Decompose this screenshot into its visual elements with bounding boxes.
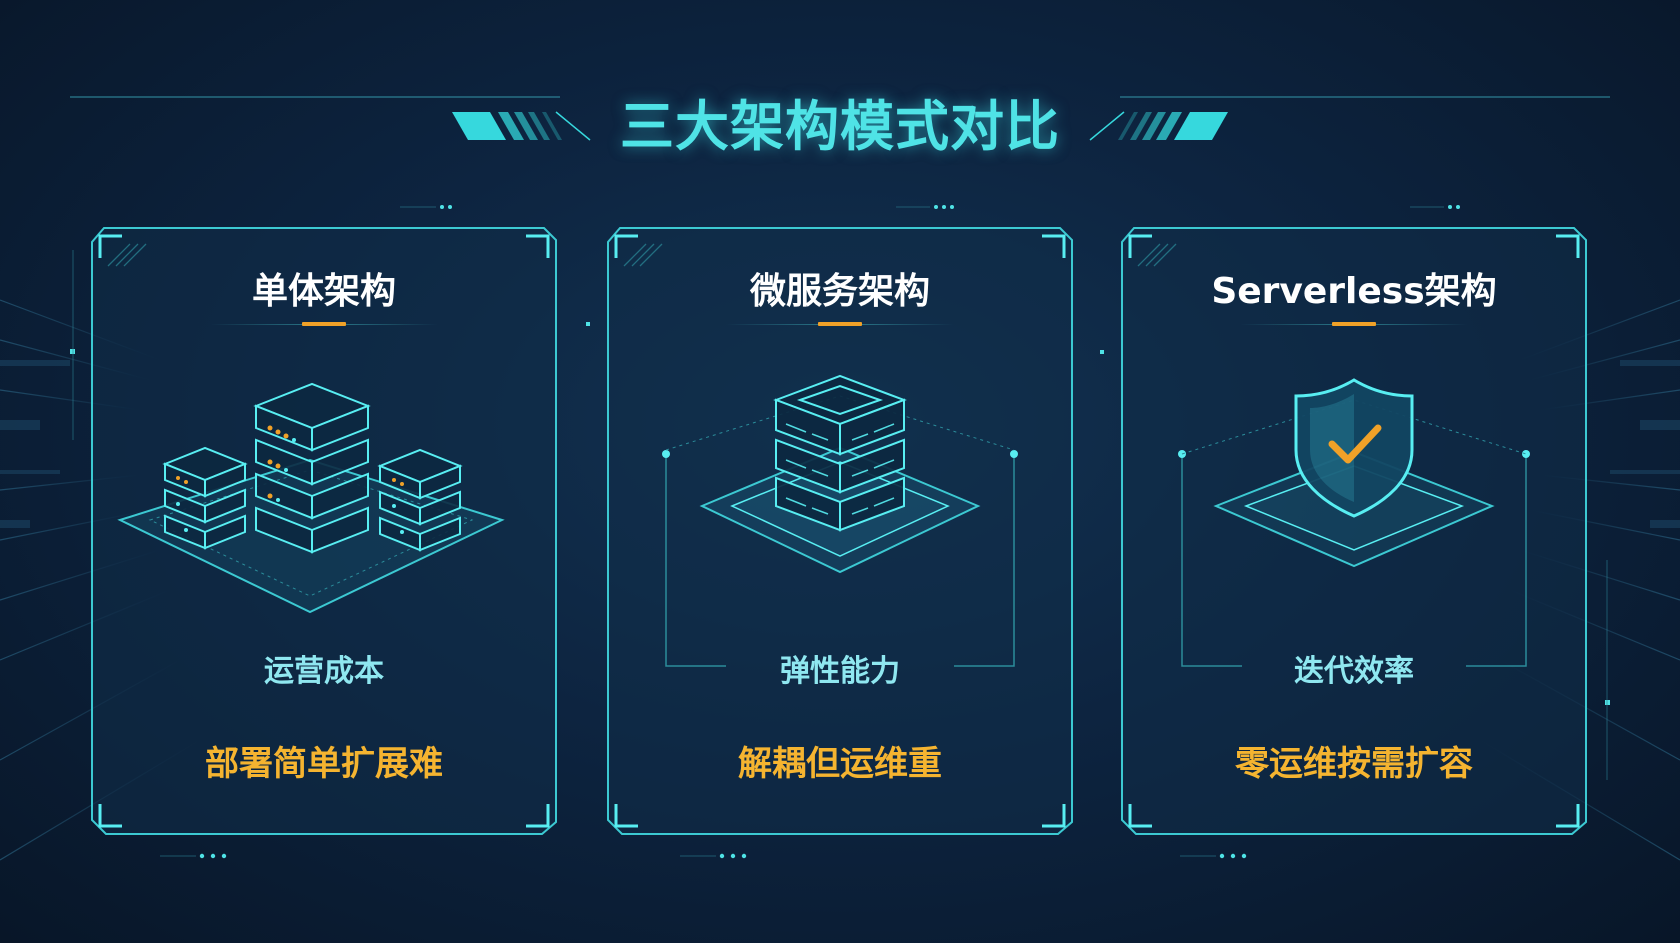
card-title: 微服务架构 xyxy=(749,271,930,312)
card-note: 部署简单扩展难 xyxy=(205,744,443,784)
card-title: Serverless架构 xyxy=(1211,271,1497,312)
server-stack-icon xyxy=(665,374,1015,574)
title-accent xyxy=(302,322,346,326)
card-note: 解耦但运维重 xyxy=(738,744,942,784)
server-cluster-icon xyxy=(117,382,505,614)
shield-check-icon xyxy=(1181,378,1527,568)
card-note: 零运维按需扩容 xyxy=(1235,744,1473,784)
card-monolithic: 单体架构 xyxy=(90,226,558,836)
card-metric: 弹性能力 xyxy=(780,654,900,689)
card-microservices: 微服务架构 弹性能力 解耦但运维重 xyxy=(606,226,1074,836)
title-accent xyxy=(818,322,862,326)
card-title: 单体架构 xyxy=(251,271,396,312)
card-metric: 迭代效率 xyxy=(1294,654,1414,689)
title-accent xyxy=(1332,322,1376,326)
card-metric: 运营成本 xyxy=(264,654,384,689)
card-serverless: Serverless架构 迭代效率 零运维按需扩容 xyxy=(1120,226,1588,836)
page-title: 三大架构模式对比 xyxy=(620,95,1060,158)
